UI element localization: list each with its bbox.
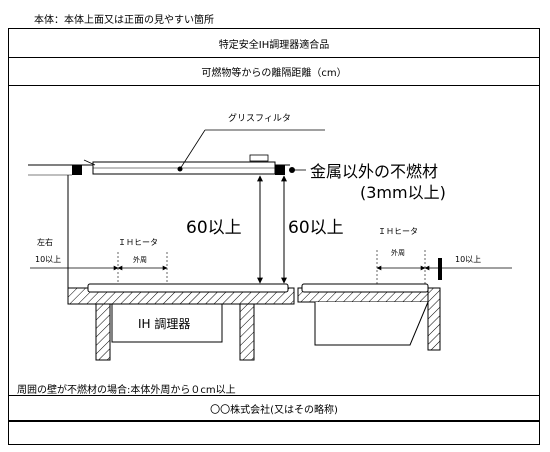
ih-heater-left-label: ＩＨヒータ: [118, 238, 158, 247]
ih-cooker-body: [111, 303, 223, 343]
ten-left-label: 10以上: [35, 255, 61, 264]
row-wall-note: 周囲の壁が不燃材の場合:本体外周から０cm以上: [9, 381, 539, 396]
right-horizontal-dimension: [376, 250, 512, 285]
company-name: 〇〇株式会社(又はその略称): [210, 404, 338, 416]
outer-left-label: 外周: [133, 255, 147, 264]
row-clearance-title: 可燃物等からの離隔距離（cm）: [9, 58, 539, 86]
vertical-dimensions: [257, 175, 287, 284]
compliance-label: 特定安全IH調理器適合品: [218, 39, 330, 51]
left-counter: [67, 283, 295, 361]
dim-right-60: 60以上: [288, 218, 344, 238]
ih-cooker-top: [87, 283, 289, 293]
metal-label-1: 金属以外の不燃材: [310, 162, 438, 181]
outer-right-label: 外周: [391, 248, 405, 257]
grease-filter-label: グリスフィルタ: [228, 112, 291, 124]
row-empty: [9, 421, 539, 446]
ten-right-label: 10以上: [455, 255, 481, 264]
left-noncombustible-block: [72, 165, 82, 175]
wall-note: 周囲の壁が不燃材の場合:本体外周から０cm以上: [17, 384, 236, 396]
right-counter: [297, 283, 441, 351]
dim-left-60: 60以上: [186, 218, 242, 238]
ih-cooker-label: IH 調理器: [138, 317, 190, 331]
label-table: 特定安全IH調理器適合品 可燃物等からの離隔距離（cm） 周囲の壁が不燃材の場合…: [8, 28, 540, 445]
right-wall-block: [438, 258, 442, 280]
row-compliance: 特定安全IH調理器適合品: [9, 29, 539, 58]
clearance-title: 可燃物等からの離隔距離（cm）: [201, 68, 347, 79]
filter-handle: [249, 154, 269, 162]
range-hood: [28, 129, 325, 176]
ih-heater-right-label: ＩＨヒータ: [378, 227, 418, 236]
header-note: 本体：本体上面又は正面の見やすい箇所: [34, 15, 214, 26]
left-horizontal-dimension: [30, 252, 168, 284]
left-right-label: 左右: [37, 237, 53, 247]
right-noncombustible-block: [275, 165, 285, 175]
row-company: 〇〇株式会社(又はその略称): [9, 395, 539, 421]
metal-label-2: (3mm以上): [360, 183, 446, 202]
